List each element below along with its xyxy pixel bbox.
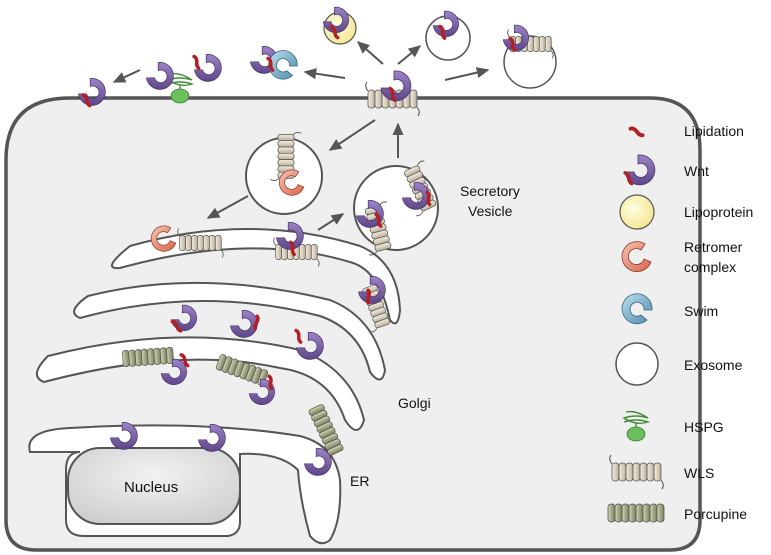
legend-label-swim: Swim	[684, 303, 718, 319]
golgi-cisternae	[36, 228, 402, 431]
porcupine-golgi-left	[121, 346, 175, 368]
arrow-membrane-to-vesicle	[328, 119, 376, 151]
legend-label-hspg: HSPG	[684, 419, 724, 435]
legend-label-wls: WLS	[684, 465, 714, 481]
lipoprotein-icon	[619, 194, 655, 230]
golgi-cisterna-3	[36, 336, 366, 431]
label-er: ER	[350, 473, 369, 489]
porcupine-icon	[607, 503, 665, 523]
wnt-released-left	[78, 78, 106, 106]
legend-label-retromer-1: Retromer	[684, 239, 743, 255]
golgi-cisterna-2	[73, 281, 387, 381]
legend-label-lipoprotein: Lipoprotein	[684, 204, 753, 220]
arrow-to-exosome-wls	[444, 67, 490, 81]
legend-label-porcupine: Porcupine	[684, 506, 747, 522]
legend-label-lipidation: Lipidation	[684, 123, 744, 139]
lipidation-hspg	[188, 54, 205, 70]
arrow-to-swim	[303, 68, 346, 80]
arrow-to-exosome	[397, 45, 422, 65]
nucleus	[67, 447, 241, 525]
label-golgi: Golgi	[398, 395, 431, 411]
arrow-to-lipoprotein	[356, 41, 384, 65]
arrow-to-hspg-release	[112, 69, 141, 83]
arrow-vesicle-to-retromer	[206, 195, 249, 219]
exosome-free	[425, 15, 471, 61]
label-secretory-vesicle-1: Secretory	[460, 183, 520, 199]
arrows	[112, 41, 490, 231]
exosome-icon	[615, 342, 659, 386]
golgi-cisterna-1	[111, 228, 402, 325]
wnt-membrane	[380, 70, 412, 102]
label-secretory-vesicle-2: Vesicle	[468, 203, 513, 219]
arrow-golgi-to-secretory	[317, 213, 345, 231]
legend-label-exosome: Exosome	[684, 357, 743, 373]
legend: Lipidation Wnt Lipoprotein Retromer comp…	[607, 123, 753, 523]
swim-carrier	[268, 50, 298, 80]
wnt-hspg-1	[146, 62, 174, 90]
legend-label-retromer-2: complex	[684, 259, 736, 275]
label-nucleus: Nucleus	[124, 479, 178, 496]
legend-label-wnt: Wnt	[684, 163, 709, 179]
